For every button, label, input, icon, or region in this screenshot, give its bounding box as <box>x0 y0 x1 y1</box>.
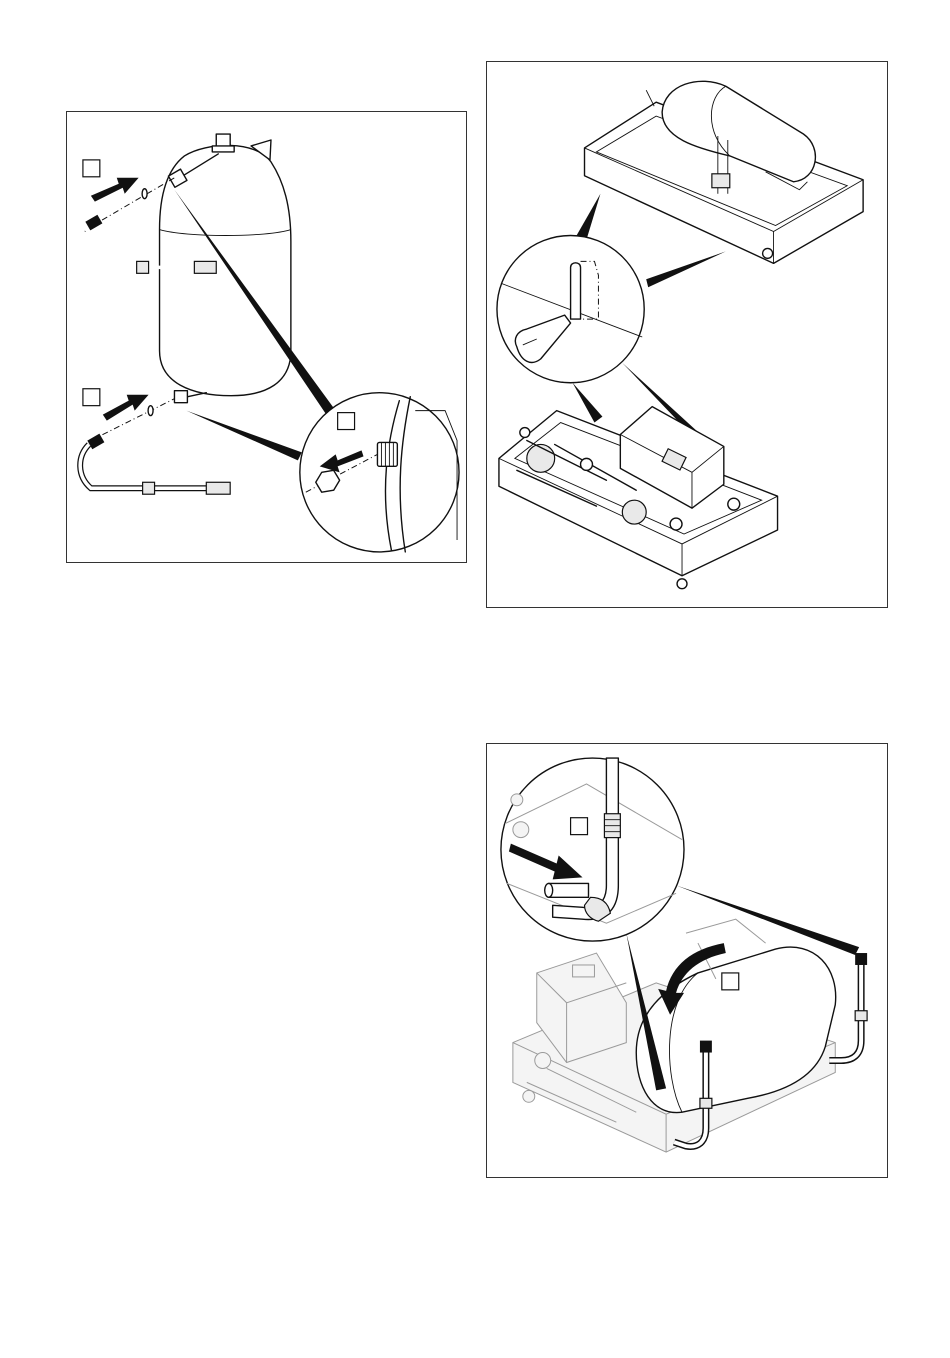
figure-vessel-connections <box>66 111 467 563</box>
housing-clip-illustration <box>487 62 887 607</box>
stub-pipe <box>549 883 589 897</box>
detail-zoom-clip <box>497 235 644 382</box>
lower-nipple <box>174 391 187 403</box>
arrow-upper-icon <box>91 178 139 202</box>
pipe-reconnection-illustration <box>487 744 887 1177</box>
lower-washer <box>148 406 153 416</box>
zoom-leader-lower <box>186 411 301 461</box>
upper-washer <box>142 189 147 199</box>
step-box-detail <box>571 818 588 835</box>
figure-housing-clip <box>486 61 888 608</box>
lower-flex-pipe <box>80 434 230 495</box>
figure-pipe-reconnection <box>486 743 888 1178</box>
upper-housing-tray <box>585 81 864 263</box>
zoom-leader-right <box>676 885 859 955</box>
zoom-leader-bottom-left <box>573 383 603 423</box>
detail-zoom-plug-removal <box>300 393 459 552</box>
pump-left <box>527 444 555 472</box>
pump-right <box>622 500 646 524</box>
vessel-foreground <box>636 947 835 1112</box>
zoom-leader-tray-left <box>577 194 601 240</box>
zoom-nipple <box>377 442 397 466</box>
lower-housing-tray <box>499 407 778 589</box>
detail-zoom-pipe-bend <box>501 758 684 941</box>
step-box-upper <box>83 160 100 177</box>
housing-clip <box>571 263 581 319</box>
step-box-main <box>722 973 739 990</box>
arrow-lower-icon <box>103 395 149 421</box>
step-box-detail <box>338 413 355 430</box>
vessel-connections-illustration <box>67 112 466 562</box>
step-box-lower <box>83 389 100 406</box>
zoom-leader-tray-right <box>646 251 726 287</box>
